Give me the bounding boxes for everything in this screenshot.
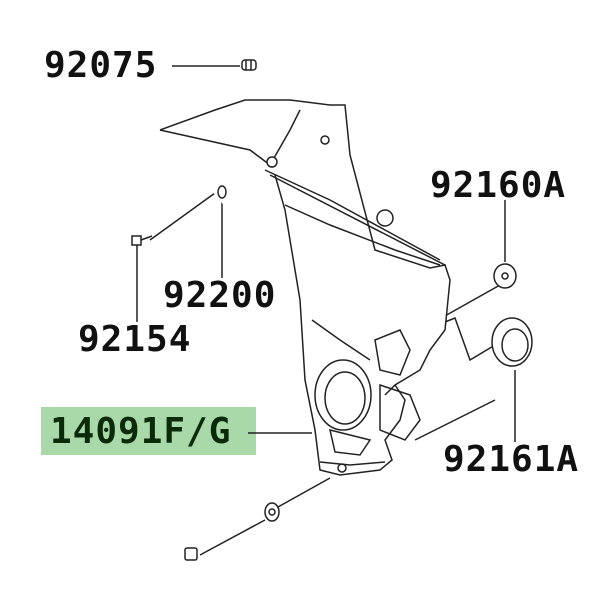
part-92161A-icon (491, 317, 533, 367)
mount-hole (337, 463, 347, 473)
part-label-14091FG[interactable]: 14091F/G (50, 411, 232, 452)
cowl-seam (264, 169, 441, 261)
assembly-line (199, 519, 266, 556)
cowl-body (274, 174, 406, 476)
inner-flap (374, 329, 411, 376)
part-92154-icon (131, 235, 153, 246)
cowl-seam (284, 204, 441, 266)
part-92160A-icon (493, 263, 517, 289)
part-92075-icon (241, 59, 257, 71)
inner-flap (379, 383, 421, 441)
cowl-seam (269, 174, 446, 266)
mount-hole (266, 156, 278, 168)
cowl-panel (159, 99, 451, 396)
part-label-92160A[interactable]: 92160A (430, 165, 567, 206)
assembly-line (414, 399, 496, 441)
gauge-opening-inner (324, 371, 366, 425)
mount-hole (320, 135, 330, 145)
assembly-line (277, 477, 331, 508)
gauge-opening (314, 359, 372, 431)
part-label-92200[interactable]: 92200 (163, 275, 277, 316)
part-label-92075[interactable]: 92075 (44, 45, 158, 86)
lower-lip (319, 461, 386, 466)
inner-flap (328, 428, 372, 456)
nut-icon (264, 502, 280, 522)
part-label-92154[interactable]: 92154 (78, 319, 192, 360)
bolt-icon (184, 547, 198, 561)
assembly-line (149, 192, 216, 241)
highlight-box (41, 407, 256, 455)
part-92200-icon (217, 185, 227, 199)
part-label-92161A[interactable]: 92161A (443, 439, 580, 480)
mount-hole (376, 209, 394, 227)
cowl-seam (311, 319, 371, 361)
